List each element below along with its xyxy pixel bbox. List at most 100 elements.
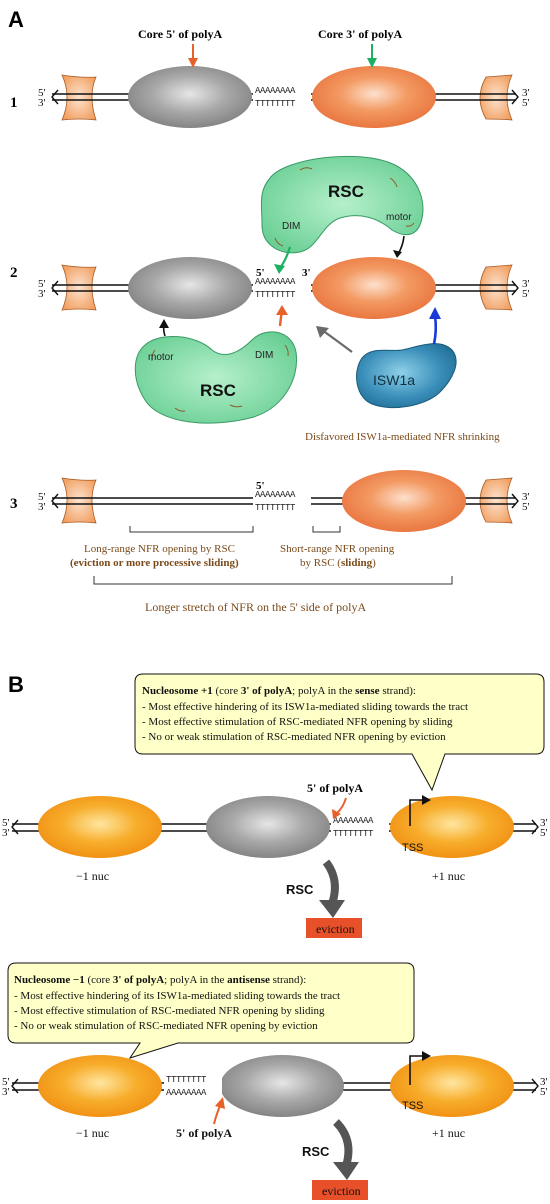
orange-arrow-row2 [276, 305, 288, 327]
row2-number: 2 [10, 265, 18, 281]
green-arrow-upper [274, 246, 292, 274]
callout2-title-n1: (core [85, 974, 113, 986]
callout1-title-n2: ; polyA in the [292, 685, 355, 697]
long-range-line2: (eviction or more processive sliding) [70, 557, 239, 569]
polya-strand-2: AAAAAAAA [255, 277, 296, 287]
longer-stretch-label: Longer stretch of NFR on the 5' side of … [145, 600, 366, 614]
b2-orange-arrow [213, 1097, 225, 1125]
b2-tss-arrow [409, 1051, 431, 1085]
plus1-nucleosome [390, 796, 514, 858]
right-5prime-2: 5' [522, 288, 530, 300]
callout1-title: Nucleosome +1 (core 3' of polyA; polyA i… [142, 685, 416, 697]
b1-orange-arrow [332, 797, 347, 819]
callout1-title-n3: strand): [380, 685, 416, 697]
rsc-complex-upper: RSC DIM motor [260, 155, 424, 254]
callout2-title-b2: 3' of polyA [113, 974, 164, 986]
core5-arrow [188, 44, 198, 68]
b1-right-3: 3' [540, 817, 548, 829]
left-5prime-2: 5' [38, 278, 46, 290]
b2-rsc-label: RSC [302, 1144, 330, 1159]
core5-label: Core 5' of polyA [138, 27, 222, 41]
callout1-line: - Most effective hindering of its ISW1a-… [142, 701, 468, 713]
b1-eviction-label: eviction [316, 922, 355, 936]
isw1a-label: ISW1a [373, 372, 415, 388]
left-3prime-2: 3' [38, 288, 46, 300]
row1-number: 1 [10, 95, 18, 111]
isw1a-complex: ISW1a [356, 343, 457, 409]
minus1-nucleosome-b2 [38, 1055, 162, 1117]
panel-a-label: A [8, 7, 24, 32]
callout1-title-b3: sense [355, 685, 380, 697]
short-range-line2: by RSC (sliding) [300, 557, 376, 569]
b1-left-3: 3' [2, 827, 10, 839]
long-range-line1: Long-range NFR opening by RSC [84, 543, 235, 555]
b2-left-5: 5' [2, 1076, 10, 1088]
black-arrow-lower [159, 319, 169, 337]
callout1-title-b1: Nucleosome +1 [142, 685, 213, 697]
blue-arrow [429, 307, 441, 345]
b2-eviction-arrow [333, 1119, 359, 1180]
callout2-line: - Most effective hindering of its ISW1a-… [14, 990, 340, 1002]
black-arrow-upper [393, 235, 405, 258]
left-end-nucleosome [61, 74, 97, 121]
callout2-title-b3: antisense [227, 974, 270, 986]
callout2-title: Nucleosome −1 (core 3' of polyA; polyA i… [14, 974, 306, 986]
row1-dna: AAAAAAAA TTTTTTTT 5' 3' 3' 5' [38, 66, 530, 128]
orange-nucleosome [312, 66, 436, 128]
b-row2-dna: TTTTTTTT AAAAAAAA 5' 3' 3' 5' [2, 1055, 548, 1117]
rsc-lower-label: RSC [200, 381, 236, 400]
b2-tss-label: TSS [402, 1100, 423, 1112]
b1-polyt: TTTTTTTT [333, 829, 374, 839]
b2-eviction-label: eviction [322, 1184, 361, 1198]
left-3prime-3: 3' [38, 501, 46, 513]
b2-minus1-label: −1 nuc [76, 1126, 109, 1140]
b1-tss-label: TSS [402, 842, 423, 854]
b1-rsc-label: RSC [286, 882, 314, 897]
b2-polya: AAAAAAAA [166, 1088, 207, 1098]
b2-right-5: 5' [540, 1086, 548, 1098]
b1-minus1-label: −1 nuc [76, 869, 109, 883]
short-range-2c: ) [372, 557, 376, 569]
row3-number: 3 [10, 496, 18, 512]
row2-three-label: 3' [302, 267, 311, 279]
callout2-title-b1: Nucleosome −1 [14, 974, 85, 986]
plus1-nucleosome-b2 [390, 1055, 514, 1117]
motor-lower-label: motor [148, 352, 174, 363]
gray-nucleosome-b1 [206, 796, 330, 858]
long-range-bracket [129, 526, 254, 533]
polyt-strand-2: TTTTTTTT [255, 290, 296, 300]
right-5prime: 5' [522, 97, 530, 109]
callout-nucleosome-minus1: Nucleosome −1 (core 3' of polyA; polyA i… [7, 962, 415, 1059]
row3-dna: AAAAAAAA TTTTTTTT 5' 3' 3' 5' [38, 470, 530, 532]
right-3prime: 3' [522, 87, 530, 99]
callout2-line: - No or weak stimulation of RSC-mediated… [14, 1020, 318, 1032]
b2-left-3: 3' [2, 1086, 10, 1098]
callout1-title-b2: 3' of polyA [241, 685, 292, 697]
right-3prime-3: 3' [522, 491, 530, 503]
b2-five-of-polya: 5' of polyA [176, 1126, 232, 1140]
b1-tss-arrow [409, 795, 431, 826]
right-5prime-3: 5' [522, 501, 530, 513]
b1-right-5: 5' [540, 827, 548, 839]
polyt-strand-3: TTTTTTTT [255, 503, 296, 513]
b1-left-5: 5' [2, 817, 10, 829]
callout1-line: - No or weak stimulation of RSC-mediated… [142, 731, 446, 743]
dim-upper-label: DIM [282, 221, 300, 232]
b2-polyt: TTTTTTTT [166, 1075, 207, 1085]
short-range-line1: Short-range NFR opening [280, 543, 395, 555]
callout1-title-n1: (core [213, 685, 241, 697]
polya-strand: AAAAAAAA [255, 86, 296, 96]
callout1-line: - Most effective stimulation of RSC-medi… [142, 716, 453, 728]
short-range-bracket [312, 526, 341, 533]
callout2-title-n2: ; polyA in the [164, 974, 227, 986]
left-5prime: 5' [38, 87, 46, 99]
b1-five-of-polya: 5' of polyA [307, 781, 363, 795]
left-3prime: 3' [38, 97, 46, 109]
gray-nucleosome-b2 [220, 1055, 344, 1117]
short-range-2b: sliding [341, 557, 373, 569]
row2-dna: AAAAAAAA TTTTTTTT 5' 3' 3' 5' [38, 257, 530, 319]
b1-eviction-box [306, 918, 362, 938]
core3-arrow [367, 44, 377, 68]
b1-eviction-arrow [319, 859, 345, 918]
